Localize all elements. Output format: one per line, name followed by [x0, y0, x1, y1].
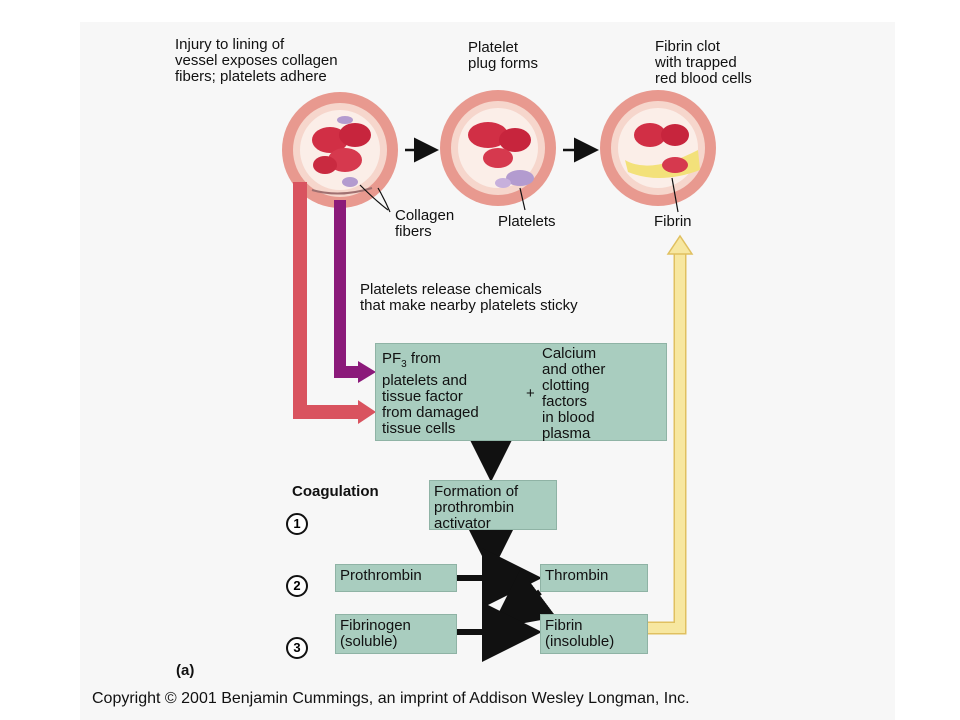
- label-platelets: Platelets: [498, 213, 556, 230]
- label-collagen-fibers: Collagen fibers: [395, 207, 455, 240]
- vessel-injury-icon: [282, 92, 398, 208]
- prothrombin-activator-box: Formation of prothrombin activator: [429, 480, 557, 532]
- plus-sign: +: [526, 385, 535, 402]
- panel-label: (a): [176, 662, 195, 679]
- fibrin-feedback-arrow: [648, 252, 685, 633]
- caption-injury: Injury to lining of vessel exposes colla…: [175, 36, 338, 85]
- pf3-text: PF3 from platelets and tissue factor fro…: [382, 350, 479, 437]
- vessel-platelet-plug-icon: [440, 90, 556, 206]
- calcium-text: Calcium and other clotting factors in bl…: [542, 345, 606, 442]
- step-1-badge: 1: [286, 513, 308, 535]
- prothrombin-box: Prothrombin: [335, 564, 457, 592]
- copyright-notice: Copyright © 2001 Benjamin Cummings, an i…: [92, 690, 690, 707]
- step-2-badge: 2: [286, 575, 308, 597]
- vessel-fibrin-clot-icon: [600, 90, 716, 206]
- label-platelets-release: Platelets release chemicals that make ne…: [360, 281, 578, 314]
- platelet-chemical-arrow: [334, 200, 360, 378]
- label-fibrin: Fibrin: [654, 213, 692, 230]
- coagulation-title: Coagulation: [292, 483, 379, 500]
- fibrinogen-box: Fibrinogen (soluble): [335, 614, 457, 654]
- factors-box: PF3 from platelets and tissue factor fro…: [375, 343, 667, 442]
- step-3-badge: 3: [286, 637, 308, 659]
- caption-platelet-plug: Platelet plug forms: [468, 39, 539, 72]
- thrombin-box: Thrombin: [540, 564, 648, 592]
- tissue-factor-arrow: [293, 182, 360, 419]
- caption-fibrin-clot: Fibrin clot with trapped red blood cells: [655, 38, 752, 87]
- fibrin-insoluble-box: Fibrin (insoluble): [540, 614, 648, 654]
